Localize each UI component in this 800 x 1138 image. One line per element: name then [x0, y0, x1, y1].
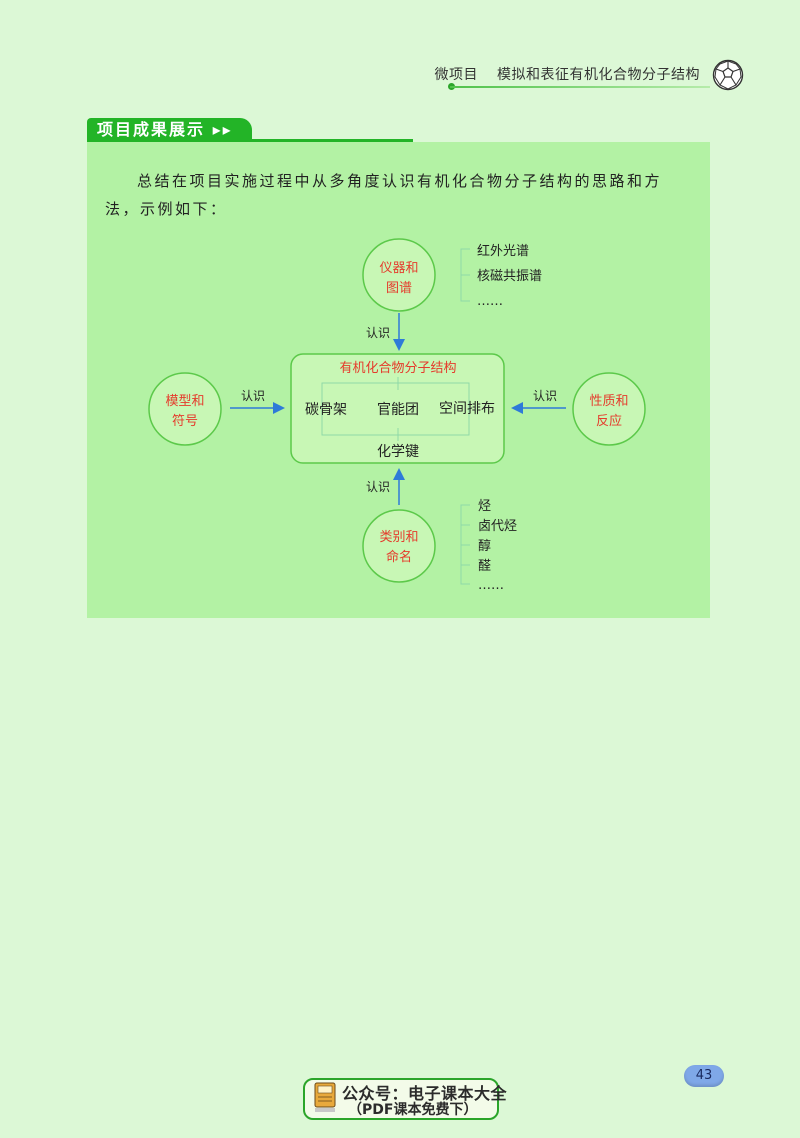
- node-top-line1: 仪器和: [379, 261, 418, 276]
- node-left-line1: 模型和: [165, 394, 204, 409]
- arrow-right-label: 认识: [533, 389, 557, 403]
- footer-line2: （PDF课本免费下）: [348, 1102, 478, 1118]
- node-right-line1: 性质和: [589, 394, 628, 409]
- section-banner: 项目成果展示 ▸▸: [87, 118, 252, 142]
- node-bottom-line2: 命名: [386, 549, 412, 565]
- header-section: 微项目: [434, 67, 479, 83]
- bottom-list-item-more: ……: [478, 578, 504, 593]
- center-item-chemical-bond: 化学键: [377, 444, 419, 460]
- header-line: [450, 86, 710, 88]
- center-box: [290, 353, 505, 464]
- footer-line1: 公众号：电子课本大全: [342, 1084, 508, 1103]
- page-number: 43: [684, 1065, 724, 1087]
- footer-badge: [303, 1078, 499, 1120]
- center-item-carbon-skeleton: 碳骨架: [305, 402, 347, 418]
- node-left-circle: [148, 372, 222, 446]
- center-title: 有机化合物分子结构: [339, 361, 456, 376]
- center-inner-frame: [321, 382, 470, 436]
- top-list-item-nmr: 核磁共振谱: [477, 269, 542, 284]
- node-right-circle: [572, 372, 646, 446]
- concept-diagram: 有机化合物分子结构 碳骨架 官能团 空间排布 化学键 仪器和 图谱 认识 红外光…: [148, 238, 646, 593]
- bottom-list-item-alcohol: 醇: [478, 538, 491, 554]
- top-list-item-more: ……: [477, 294, 503, 309]
- node-top-circle: [362, 238, 436, 312]
- header-title: 微项目 模拟和表征有机化合物分子结构: [421, 64, 700, 84]
- arrow-top-label: 认识: [366, 326, 390, 340]
- header-chapter-title: 模拟和表征有机化合物分子结构: [497, 67, 700, 83]
- book-icon: [314, 1082, 336, 1112]
- intro-paragraph: 总结在项目实施过程中从多角度认识有机化合物分子结构的思路和方法，示例如下：: [105, 172, 663, 218]
- node-right-line2: 反应: [596, 413, 622, 429]
- bottom-list-item-aldehyde: 醛: [478, 558, 491, 574]
- arrow-left-label: 认识: [241, 389, 265, 403]
- center-item-functional-group: 官能团: [377, 402, 419, 418]
- center-item-spatial-arrangement: 空间排布: [439, 401, 495, 417]
- football-molecule-icon: [712, 59, 744, 91]
- bottom-list-item-halohydrocarbon: 卤代烃: [478, 518, 517, 534]
- node-left-line2: 符号: [172, 413, 198, 429]
- page-header: 微项目 模拟和表征有机化合物分子结构: [0, 0, 800, 100]
- node-bottom-line1: 类别和: [379, 530, 418, 545]
- node-top-line2: 图谱: [386, 281, 412, 296]
- bottom-list-item-hydrocarbon: 烃: [478, 499, 491, 514]
- top-list-item-ir: 红外光谱: [477, 243, 529, 259]
- node-bottom-circle: [362, 509, 436, 583]
- arrow-bottom-label: 认识: [366, 480, 390, 494]
